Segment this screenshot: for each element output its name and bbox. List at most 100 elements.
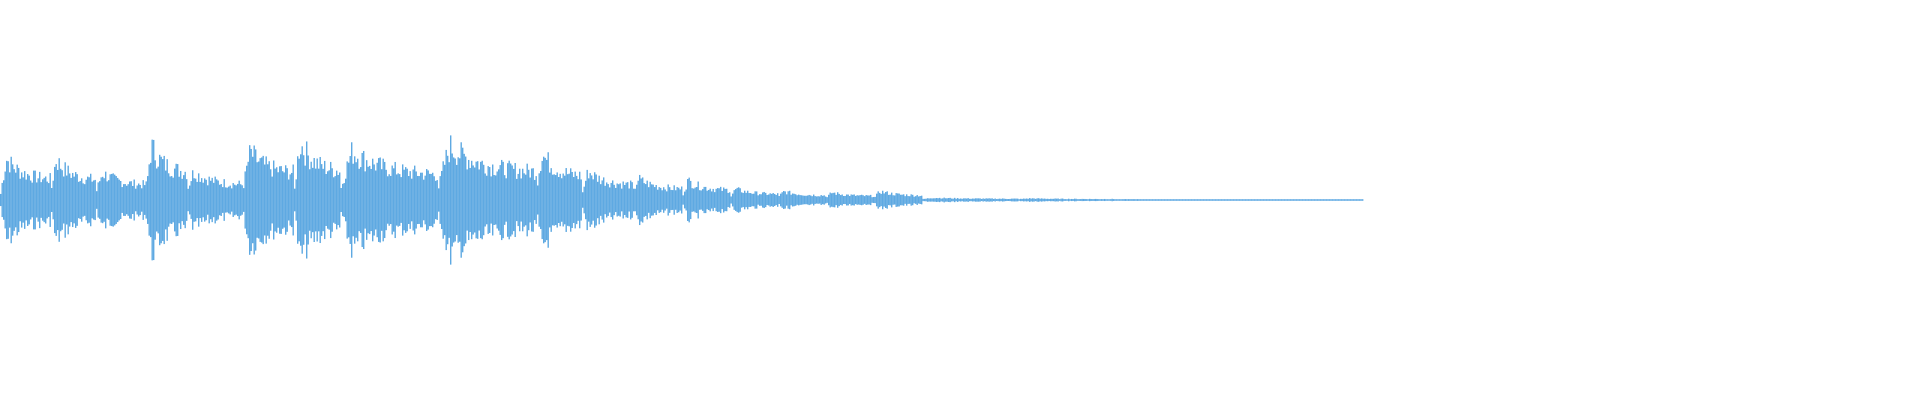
waveform-sample [733, 190, 735, 210]
waveform-sample [789, 190, 791, 210]
waveform-sample [517, 173, 519, 227]
waveform-sample [1360, 199, 1362, 201]
waveform-sample [423, 179, 425, 221]
waveform-sample [1035, 198, 1037, 202]
waveform-sample [1042, 198, 1044, 202]
waveform-sample [1003, 198, 1005, 202]
waveform-sample [996, 199, 998, 201]
waveform-sample [1164, 199, 1166, 201]
waveform-sample [576, 175, 578, 225]
waveform-sample [727, 192, 729, 208]
waveform-sample [615, 187, 617, 213]
waveform-sample [435, 180, 437, 220]
waveform-sample [522, 168, 524, 232]
waveform-sample [97, 182, 99, 218]
waveform-sample [396, 174, 398, 226]
waveform-sample [1186, 199, 1188, 201]
waveform-sample [1324, 199, 1326, 201]
waveform-sample [648, 187, 650, 213]
waveform-sample [574, 171, 576, 229]
waveform-sample [1255, 199, 1257, 201]
waveform-sample [276, 167, 278, 233]
waveform-sample [816, 196, 818, 204]
waveform-sample [451, 153, 453, 247]
waveform-sample [1125, 199, 1127, 201]
waveform-sample [919, 195, 921, 205]
waveform-sample [877, 191, 879, 209]
waveform-sample [804, 195, 806, 205]
waveform-sample [406, 168, 408, 232]
waveform-sample [360, 167, 362, 233]
waveform-sample [763, 191, 765, 209]
waveform-sample [163, 155, 165, 245]
waveform-sample [555, 175, 557, 225]
waveform-sample [820, 195, 822, 205]
waveform-sample [40, 182, 42, 218]
waveform-sample [493, 175, 495, 225]
waveform-sample [1095, 198, 1097, 202]
waveform-sample [388, 174, 390, 226]
waveform-sample [861, 194, 863, 206]
waveform-sample [1288, 199, 1290, 201]
waveform-sample [762, 192, 764, 208]
waveform-sample [1047, 198, 1049, 202]
waveform-sample [195, 178, 197, 222]
waveform-sample [235, 185, 237, 215]
waveform-sample [865, 195, 867, 205]
waveform-sample [1323, 199, 1325, 201]
waveform-sample [1260, 199, 1262, 201]
waveform-sample [886, 191, 888, 209]
waveform-sample [769, 193, 771, 207]
waveform-sample [540, 171, 542, 229]
waveform-sample [7, 161, 9, 239]
waveform-sample [667, 184, 669, 216]
waveform-sample [1299, 199, 1301, 201]
waveform-sample [87, 176, 89, 224]
waveform-sample [1137, 199, 1139, 201]
waveform-sample [150, 162, 152, 238]
waveform-sample [1221, 199, 1223, 201]
waveform-sample [471, 160, 473, 240]
waveform-sample [582, 192, 584, 208]
waveform-sample [1011, 198, 1013, 202]
waveform-sample [420, 172, 422, 228]
waveform-sample [405, 167, 407, 233]
waveform-sample [1201, 199, 1203, 201]
waveform-sample [744, 190, 746, 210]
waveform-sample [1248, 199, 1250, 201]
waveform-sample [922, 198, 924, 202]
waveform-sample [315, 168, 317, 232]
waveform-sample [174, 168, 176, 232]
waveform-sample [93, 180, 95, 220]
waveform-sample [499, 165, 501, 235]
waveform-sample [1086, 199, 1088, 201]
waveform-sample [927, 198, 929, 202]
waveform-sample [1152, 199, 1154, 201]
waveform-sample [639, 174, 641, 226]
waveform-sample [349, 156, 351, 244]
waveform-sample [1059, 199, 1061, 201]
waveform-sample [261, 157, 263, 243]
waveform-sample [456, 164, 458, 236]
waveform-sample [612, 180, 614, 220]
waveform-sample [684, 191, 686, 209]
waveform-sample [1195, 199, 1197, 201]
waveform-sample [1173, 199, 1175, 201]
waveform-sample [1087, 199, 1089, 201]
waveform-sample [192, 170, 194, 230]
waveform-sample [834, 192, 836, 208]
waveform-sample [144, 185, 146, 215]
waveform-sample [720, 186, 722, 214]
waveform-sample [70, 177, 72, 223]
waveform-sample [216, 179, 218, 221]
waveform-sample [1071, 198, 1073, 202]
waveform-sample [262, 155, 264, 245]
waveform-sample [1090, 199, 1092, 201]
waveform-sample [732, 193, 734, 207]
waveform-sample [693, 188, 695, 212]
waveform-sample [766, 194, 768, 206]
waveform-sample [148, 164, 150, 236]
waveform-sample [681, 186, 683, 214]
waveform-sample [730, 196, 732, 204]
